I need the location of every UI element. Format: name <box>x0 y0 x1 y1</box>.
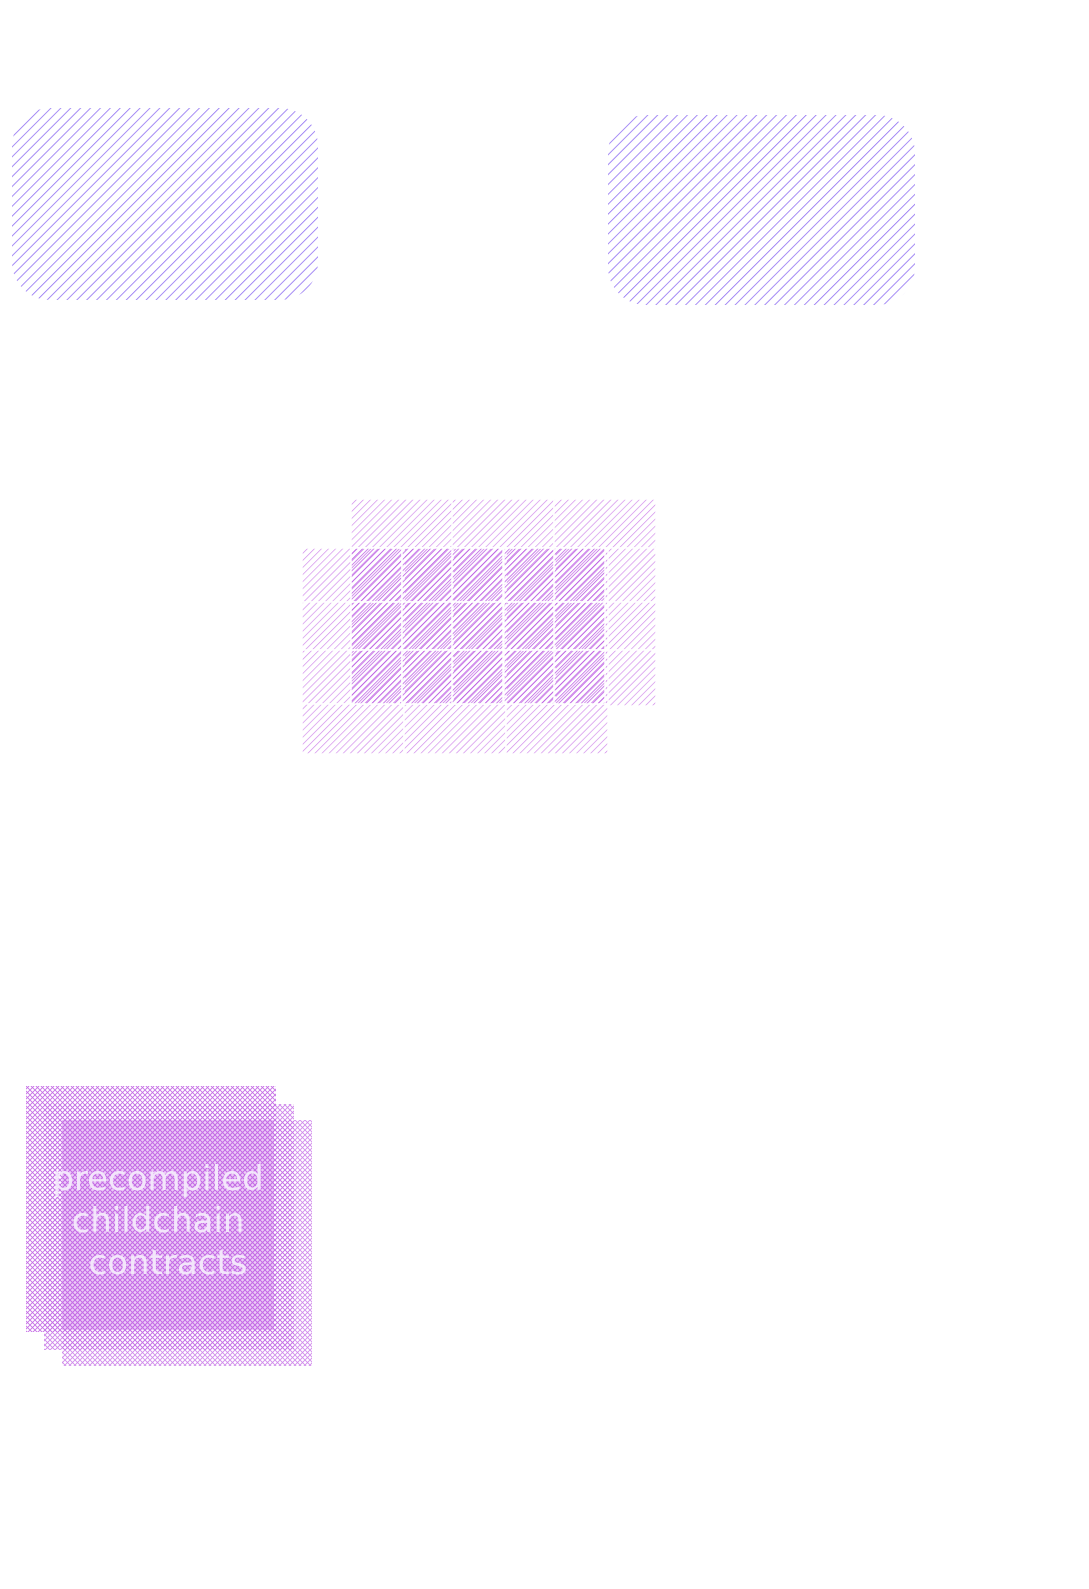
right-node-shape <box>608 115 915 305</box>
grid-cell-overlap-2-2 <box>451 649 504 705</box>
grid-cell-b-3-1 <box>403 703 507 755</box>
grid-cell-overlap-2-0 <box>350 649 403 705</box>
grid-cell-overlap-0-3 <box>503 547 556 603</box>
grid-cell-overlap-1-0 <box>350 601 403 651</box>
grid-cell-overlap-2-4 <box>553 649 606 705</box>
grid-cell-overlap-0-2 <box>451 547 504 603</box>
grid-cell-overlap-1-2 <box>451 601 504 651</box>
grid-cell-overlap-0-1 <box>401 547 454 603</box>
grid-cell-a-0-0 <box>350 498 454 549</box>
grid-cell-overlap-2-1 <box>401 649 454 705</box>
stack-card-front <box>26 1086 276 1332</box>
cell-grid <box>301 498 657 755</box>
grid-cell-overlap-1-1 <box>401 601 454 651</box>
grid-cell-overlap-0-4 <box>553 547 606 603</box>
stack-label-line-2: childchain <box>72 1201 245 1241</box>
grid-cell-b-3-0 <box>301 703 405 755</box>
grid-cell-overlap-0-0 <box>350 547 403 603</box>
stack-label-line-1: precompiled <box>52 1159 263 1199</box>
grid-cell-a-0-2 <box>553 498 657 549</box>
grid-cell-overlap-1-3 <box>503 601 556 651</box>
stack-label-line-3: contracts <box>89 1243 248 1283</box>
grid-cell-b-3-2 <box>505 703 609 755</box>
stack-card-overlap <box>62 1120 274 1330</box>
grid-cell-overlap-1-4 <box>553 601 606 651</box>
right-node <box>608 115 915 305</box>
left-node-shape <box>12 108 318 300</box>
left-node <box>12 108 318 300</box>
contracts-stack: precompiled childchain contracts <box>26 1086 312 1366</box>
grid-cell-overlap-2-3 <box>503 649 556 705</box>
grid-cell-a-0-1 <box>451 498 555 549</box>
